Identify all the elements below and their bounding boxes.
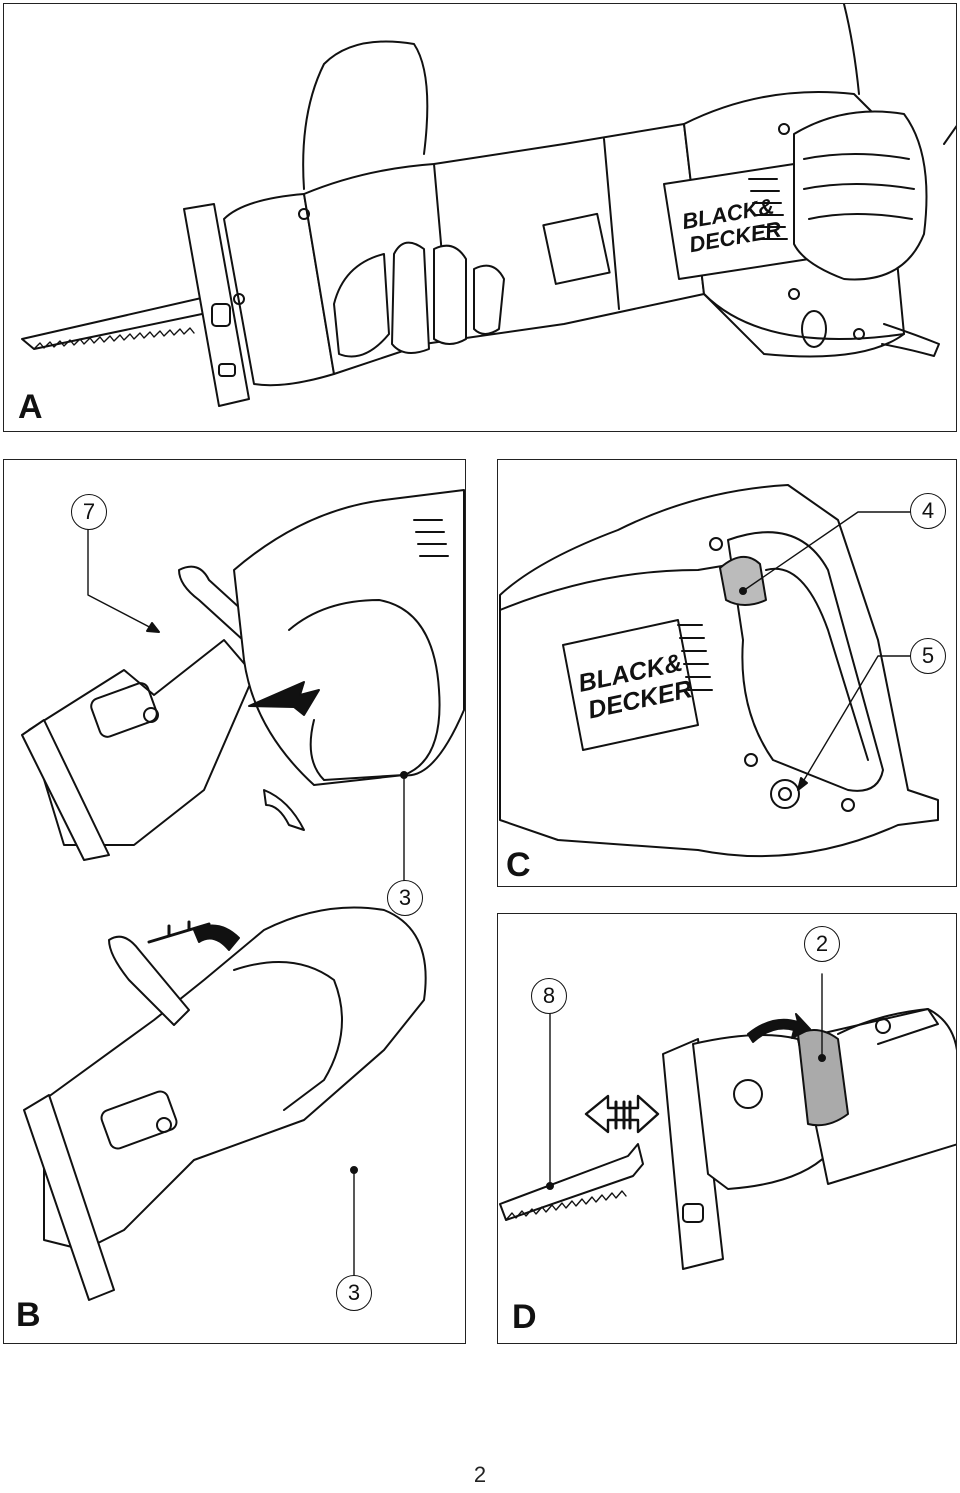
callout-8: 8 [531,978,567,1014]
figure-b-assembly-illustration [21,489,465,1301]
callout-3-bottom: 3 [336,1275,372,1311]
callout-5: 5 [910,638,946,674]
callout-7: 7 [71,494,107,530]
figure-d-blade-illustration [499,973,956,1270]
callout-3-top: 3 [387,880,423,916]
figure-d-letter: D [512,1298,537,1336]
figure-a-panel: BLACK& DECKER A [3,3,957,432]
callout-2: 2 [804,926,840,962]
figure-a-letter: A [18,388,43,426]
figure-d-panel: 2 8 D [497,913,957,1344]
figure-c-panel: BLACK& DECKER 4 5 C [497,459,957,887]
callout-4: 4 [910,493,946,529]
figure-b-letter: B [16,1296,41,1334]
figure-c-controls-illustration: BLACK& DECKER [499,484,939,858]
figure-a-saw-illustration: BLACK& DECKER [21,4,956,407]
figure-c-letter: C [506,846,531,884]
page-number: 2 [473,1462,487,1487]
figure-b-panel: 7 3 3 B [3,459,466,1344]
